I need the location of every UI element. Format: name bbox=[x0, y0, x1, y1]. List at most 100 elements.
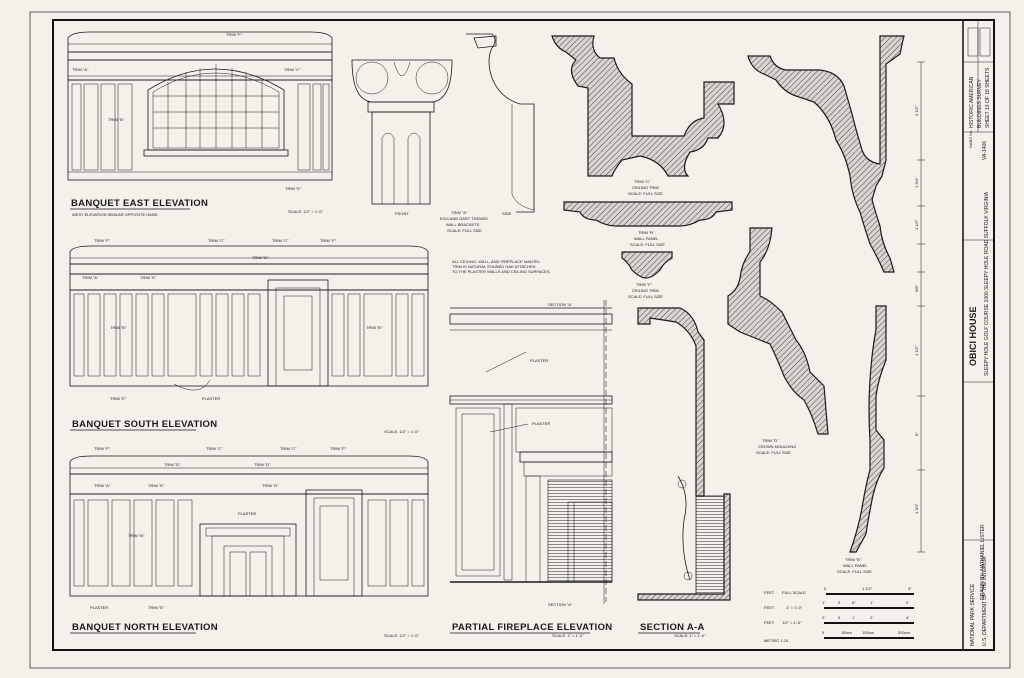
label-trim-e-east: TRIM "E" bbox=[285, 186, 302, 191]
scale-half-tick-2: 0 bbox=[838, 615, 841, 620]
scale-one-label: FEET bbox=[764, 605, 775, 610]
label-plaster-south: PLASTER bbox=[202, 396, 220, 401]
label-trim-c-north-1: TRIM "C" bbox=[206, 446, 223, 451]
banquet-north-title: BANQUET NORTH ELEVATION bbox=[72, 622, 218, 633]
section-a-a bbox=[603, 300, 731, 604]
banquet-south-scale: SCALE: 1/2" = 1'-0" bbox=[384, 429, 419, 434]
label-trim-b-east: TRIM "B" bbox=[108, 117, 125, 122]
trim-c-l2: CEILING TRIM bbox=[632, 185, 659, 190]
trim-c-l1: TRIM "C" bbox=[634, 179, 651, 184]
label-trim-b-south-2: TRIM "B" bbox=[366, 325, 383, 330]
title-block-agency-1: NATIONAL PARK SERVICE bbox=[970, 583, 976, 646]
label-trim-f-north-1: TRIM "F" bbox=[94, 446, 111, 451]
trim-a-detail-l1: TRIM "A" bbox=[451, 210, 468, 215]
title-block-agency-2: U.S. DEPARTMENT OF THE INTERIOR bbox=[982, 556, 988, 646]
banquet-east-elevation bbox=[67, 31, 333, 181]
trim-d-profile bbox=[727, 227, 829, 435]
trim-d-l2: CROWN MOULDING bbox=[758, 444, 796, 449]
trim-e-l1: TRIM "E" bbox=[845, 557, 862, 562]
scale-half-value: 1/2" = 1'-0" bbox=[782, 620, 802, 625]
trim-b-l1: TRIM "B" bbox=[638, 230, 655, 235]
title-block-survey-1: HISTORIC AMERICAN bbox=[969, 76, 975, 128]
trim-f-l1: TRIM "F" bbox=[636, 282, 653, 287]
trim-d-l3: SCALE: FULL SIZE bbox=[756, 450, 791, 455]
label-trim-f-north-2: TRIM "F" bbox=[330, 446, 347, 451]
dim-4: 5/8" bbox=[914, 284, 919, 292]
label-trim-d-north-1: TRIM "D" bbox=[164, 462, 181, 467]
scale-full-label: FEET bbox=[764, 590, 775, 595]
label-trim-e-south-top: TRIM "E" bbox=[140, 275, 157, 280]
scale-metric-tick-3: 100cm bbox=[862, 630, 875, 635]
graphic-scales: FEET FULL SCALE 0 1 1/2" 3" FEET 1" = 1'… bbox=[764, 586, 914, 643]
scale-metric-tick-2: 50cm bbox=[842, 630, 852, 635]
scale-metric-label: METRIC 1:24 bbox=[764, 638, 789, 643]
trim-a-detail-l3: WALL BRACKETS bbox=[446, 222, 480, 227]
banquet-south-elevation bbox=[69, 245, 429, 391]
scale-one-value: 1" = 1'-0" bbox=[786, 605, 803, 610]
trim-b-l3: SCALE: FULL SIZE bbox=[630, 242, 665, 247]
outer-border bbox=[29, 11, 1011, 669]
label-trim-e-north-2: TRIM "E" bbox=[148, 605, 165, 610]
scale-full-tick-1: 0 bbox=[824, 586, 827, 591]
section-aa-title: SECTION A-A bbox=[640, 622, 705, 633]
label-trim-f-east: TRIM "F" bbox=[226, 32, 243, 37]
trim-a-detail-l4: SCALE: FULL SIZE bbox=[447, 228, 482, 233]
banquet-north-scale: SCALE: 1/2" = 1'-0" bbox=[384, 633, 419, 638]
inner-border bbox=[52, 19, 995, 651]
scale-one-tick-5: 2' bbox=[906, 600, 909, 605]
label-plaster-north-2: PLASTER bbox=[90, 605, 108, 610]
scale-half-tick-1: 2' bbox=[822, 615, 825, 620]
scale-one-tick-2: 0 bbox=[838, 600, 841, 605]
fireplace-scale: SCALE: 1" = 1'-0" bbox=[552, 633, 584, 638]
banquet-east-note: WEST ELEVATION SIMILAR OPPOSITE HAND bbox=[72, 212, 158, 217]
scale-half-tick-3: 1' bbox=[852, 615, 855, 620]
trim-f-l2: CEILING TRIM bbox=[632, 288, 659, 293]
label-trim-b-south-1: TRIM "B" bbox=[110, 325, 127, 330]
label-trim-a-east: TRIM "A" bbox=[72, 67, 89, 72]
fireplace-title: PARTIAL FIREPLACE ELEVATION bbox=[452, 622, 612, 633]
banquet-east-scale: SCALE: 1/2" = 1'-0" bbox=[288, 209, 323, 214]
label-trim-b-north: TRIM "B" bbox=[128, 533, 145, 538]
title-block-drawn-by: DRAWN BY: NATHANIEL LISTER bbox=[980, 524, 986, 600]
trim-b-l2: WALL PANEL bbox=[634, 236, 659, 241]
dim-7: 1 3/4" bbox=[914, 503, 919, 514]
trim-a-detail-l2: EGG AND DART THEMED bbox=[440, 216, 488, 221]
banquet-east-title: BANQUET EAST ELEVATION bbox=[71, 198, 208, 209]
scale-full-tick-2: 1 1/2" bbox=[862, 586, 873, 591]
title-block-survey-no-label: HABS No. bbox=[968, 130, 973, 148]
banquet-north-elevation bbox=[69, 455, 429, 597]
scale-full-value: FULL SCALE bbox=[782, 590, 806, 595]
trim-e-l2: WALL PANEL bbox=[843, 563, 868, 568]
trim-b-profile bbox=[563, 201, 733, 227]
dim-3: 1 1/2" bbox=[914, 219, 919, 230]
scale-half-label: FEET bbox=[764, 620, 775, 625]
dim-1: 3 1/2" bbox=[914, 105, 919, 116]
title-block-building: OBICI HOUSE bbox=[968, 306, 978, 366]
scale-metric-tick-4: 200cm bbox=[898, 630, 911, 635]
trim-c-profile bbox=[551, 35, 735, 177]
title-block-address: SLEEPY HOLE GOLF COURSE 1000 SLEEPY HOLE… bbox=[984, 191, 990, 376]
scale-one-tick-3: 6" bbox=[852, 600, 856, 605]
label-plaster-fp-2: PLASTER bbox=[532, 421, 550, 426]
title-block-sheet: SHEET 13 OF 18 SHEETS bbox=[985, 67, 991, 128]
section-a-marker-bottom: SECTION "A" bbox=[548, 602, 573, 607]
label-trim-c-east: TRIM "C" bbox=[284, 67, 301, 72]
label-trim-f-south-2: TRIM "F" bbox=[320, 238, 337, 243]
label-trim-c-north-2: TRIM "C" bbox=[280, 446, 297, 451]
label-trim-d-north-2: TRIM "D" bbox=[254, 462, 271, 467]
scale-one-tick-1: 1' bbox=[822, 600, 825, 605]
label-trim-c-south-1: TRIM "C" bbox=[208, 238, 225, 243]
trim-a-bracket-detail bbox=[351, 33, 535, 213]
trim-f-l3: SCALE: FULL SIZE bbox=[628, 294, 663, 299]
dimension-ticks bbox=[917, 61, 925, 553]
label-trim-c-south-2: TRIM "C" bbox=[272, 238, 289, 243]
partial-fireplace-elevation bbox=[449, 300, 613, 602]
section-a-marker-top: SECTION "A" bbox=[548, 302, 573, 307]
scale-half-tick-5: 4' bbox=[906, 615, 909, 620]
trim-e-profile bbox=[849, 305, 887, 553]
label-trim-d-south: TRIM "D" bbox=[252, 255, 269, 260]
dim-2: 1 3/4" bbox=[914, 177, 919, 188]
label-trim-d-north-3: TRIM "D" bbox=[262, 483, 279, 488]
label-trim-a-north: TRIM "A" bbox=[94, 483, 111, 488]
